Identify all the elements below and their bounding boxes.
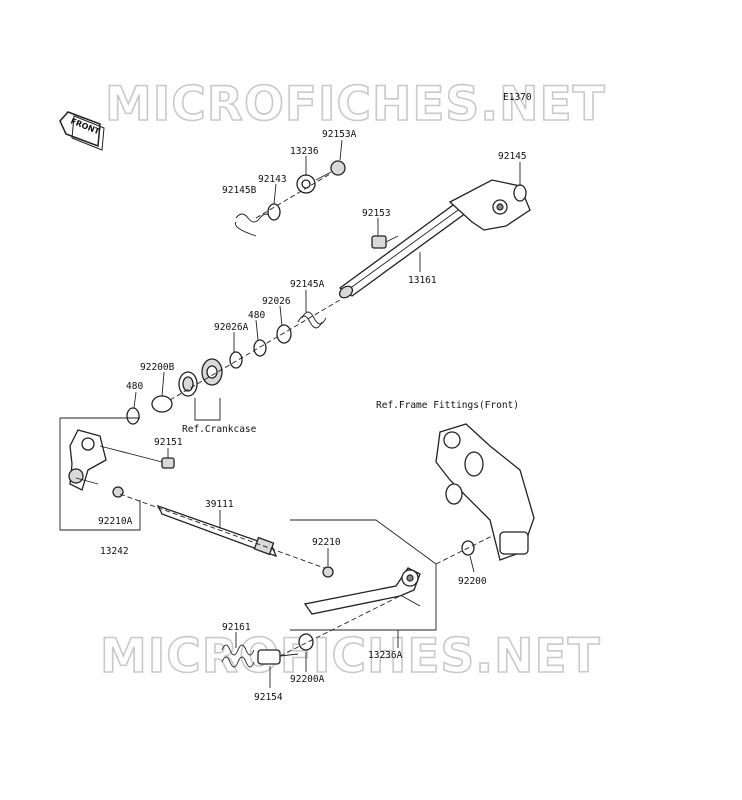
label-92200B: 92200B <box>140 362 175 373</box>
spring-92161-part <box>221 644 255 668</box>
label-39111: 39111 <box>205 499 234 510</box>
label-92210A: 92210A <box>98 516 133 527</box>
label-92145B: 92145B <box>222 185 257 196</box>
ref-frame-fittings: Ref.Frame Fittings(Front) <box>376 400 519 411</box>
label-13242: 13242 <box>100 546 129 557</box>
front-arrow-icon: FRONT <box>59 111 105 151</box>
label-92200A: 92200A <box>290 674 325 685</box>
label-92153A: 92153A <box>322 129 357 140</box>
label-92153: 92153 <box>362 208 391 219</box>
guide-line-rod <box>119 493 331 571</box>
guide-line-pedal <box>435 531 501 565</box>
label-13236: 13236 <box>290 146 319 157</box>
washer-92200A-part <box>298 633 314 651</box>
shift-arm-92145-part <box>448 179 531 231</box>
label-92026: 92026 <box>262 296 291 307</box>
leader-lines <box>133 139 521 688</box>
label-92145: 92145 <box>498 151 527 162</box>
guide-line-lower <box>279 595 401 657</box>
bracket-13242 <box>59 418 141 531</box>
guide-line-middle <box>169 299 341 401</box>
label-92143: 92143 <box>258 174 287 185</box>
bolt-92153A-part <box>315 160 346 181</box>
label-92026A: 92026A <box>214 322 249 333</box>
nut-92210A-part <box>112 486 124 498</box>
collar-92143-part <box>267 203 281 221</box>
bolt-92154-part <box>257 649 299 665</box>
label-92161: 92161 <box>222 622 251 633</box>
nut-92210-part <box>322 566 334 578</box>
watermark-bottom: MICROFICHES.NET <box>100 629 601 684</box>
guide-line-spring <box>255 173 331 219</box>
ref-crankcase: Ref.Crankcase <box>182 424 257 435</box>
label-480-lower: 480 <box>126 381 143 392</box>
needle-bearing-part <box>201 358 223 386</box>
shift-shaft-13161 <box>338 199 471 299</box>
bolt-92151-part <box>99 445 175 469</box>
washer-13236-part <box>296 174 316 194</box>
label-13161: 13161 <box>408 275 437 286</box>
frame-fitting-part <box>435 423 535 561</box>
washer-92026A-part <box>229 351 243 369</box>
washer-92200B-part <box>151 395 173 413</box>
label-480-upper: 480 <box>248 310 265 321</box>
label-92200: 92200 <box>458 576 487 587</box>
bolt-92153-part <box>371 235 399 249</box>
tie-rod-39111-part <box>156 504 278 558</box>
oil-seal-part <box>178 371 198 397</box>
washer-92026-part <box>276 324 292 344</box>
lever-13242-part <box>68 429 107 491</box>
crankcase-bracket <box>194 398 221 421</box>
label-92210: 92210 <box>312 537 341 548</box>
diagram-code: E1370 <box>503 92 532 103</box>
spring-92145A-part <box>297 311 327 329</box>
shift-pedal-13236A-part <box>303 567 421 615</box>
label-92151: 92151 <box>154 437 183 448</box>
ring-480-lower-part <box>126 407 140 425</box>
label-92145A: 92145A <box>290 279 325 290</box>
label-92154: 92154 <box>254 692 283 703</box>
watermark-top: MICROFICHES.NET <box>105 77 606 132</box>
label-13236A: 13236A <box>368 650 403 661</box>
ring-480-upper-part <box>253 339 267 357</box>
spring-92145B-part <box>234 213 273 237</box>
